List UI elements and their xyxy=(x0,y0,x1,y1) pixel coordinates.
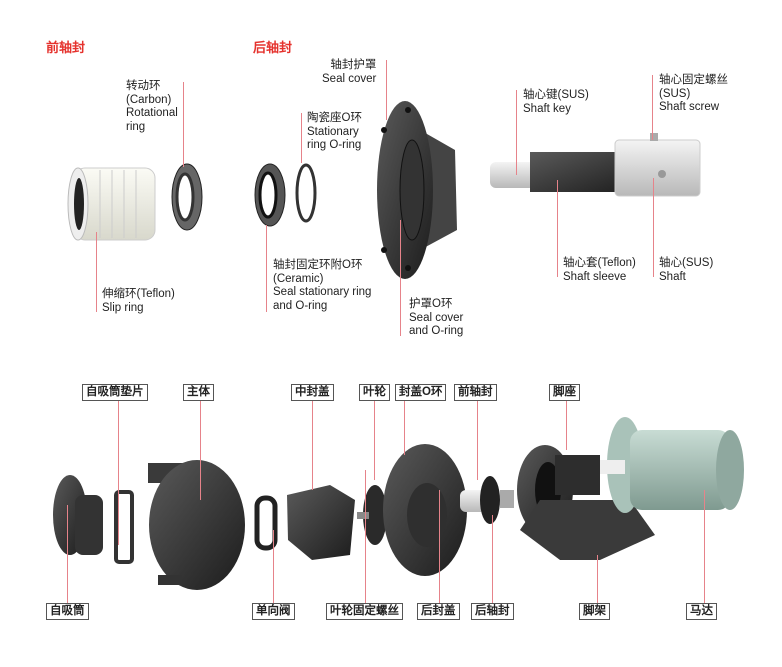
motor-part xyxy=(600,417,744,513)
label-middle-cover: 中封盖 xyxy=(291,384,334,401)
label-cover-oring: 封盖O环 xyxy=(395,384,447,401)
leader-line xyxy=(183,82,184,167)
shaft-screw-label: 轴心固定螺丝(SUS)Shaft screw xyxy=(659,74,728,113)
stationary-oring-part xyxy=(295,163,317,223)
suction-chamber-part xyxy=(53,475,103,555)
seal-stationary-ring-part xyxy=(254,163,286,227)
middle-cover-part xyxy=(287,485,355,560)
slip-ring-part xyxy=(67,167,156,241)
label-rear-cover: 后封盖 xyxy=(417,603,460,620)
label-bracket: 脚座 xyxy=(549,384,580,401)
leader-line xyxy=(67,505,68,603)
leader-line xyxy=(704,490,705,603)
leader-line xyxy=(404,400,405,455)
pump-body-part xyxy=(148,460,245,590)
label-gasket: 自吸筒垫片 xyxy=(82,384,148,401)
leader-line xyxy=(365,470,366,603)
check-valve-part xyxy=(254,495,278,551)
label-base: 脚架 xyxy=(579,603,610,620)
seal-cover-part xyxy=(377,101,457,279)
shaft-assembly-part xyxy=(490,133,701,197)
rear-seal-part xyxy=(460,476,514,524)
leader-line xyxy=(301,113,302,163)
label-impeller: 叶轮 xyxy=(359,384,390,401)
shaft-label: 轴心(SUS)Shaft xyxy=(659,257,714,283)
leader-line xyxy=(200,400,201,500)
leader-line xyxy=(374,400,375,480)
leader-line xyxy=(652,75,653,140)
leader-line xyxy=(516,90,517,175)
leader-line xyxy=(96,232,97,312)
label-front-seal: 前轴封 xyxy=(454,384,497,401)
leader-line xyxy=(400,220,401,336)
front-seal-heading: 前轴封 xyxy=(46,40,86,55)
leader-line xyxy=(477,400,478,480)
leader-line xyxy=(312,400,313,490)
label-impeller-screw: 叶轮固定螺丝 xyxy=(326,603,403,620)
leader-line xyxy=(492,515,493,603)
label-check-valve: 单向阀 xyxy=(252,603,295,620)
leader-line xyxy=(118,400,119,545)
rear-cover-part xyxy=(383,444,467,576)
rotational-ring-part xyxy=(171,163,203,231)
shaft-key-label: 轴心键(SUS)Shaft key xyxy=(523,89,589,115)
gasket-part xyxy=(114,490,134,564)
rear-seal-heading: 后轴封 xyxy=(253,40,293,55)
label-pump-body: 主体 xyxy=(183,384,214,401)
leader-line xyxy=(566,400,567,450)
slip-ring-label: 伸缩环(Teflon)Slip ring xyxy=(102,288,175,314)
leader-line xyxy=(653,178,654,277)
label-suction-chamber: 自吸筒 xyxy=(46,603,89,620)
shaft-sleeve-label: 轴心套(Teflon)Shaft sleeve xyxy=(563,257,636,283)
leader-line xyxy=(266,225,267,312)
impeller-part xyxy=(357,485,387,545)
leader-line xyxy=(273,530,274,603)
leader-line xyxy=(386,60,387,120)
label-motor: 马达 xyxy=(686,603,717,620)
leader-line xyxy=(557,180,558,277)
bracket-part xyxy=(517,445,655,560)
leader-line xyxy=(439,490,440,603)
leader-line xyxy=(597,555,598,603)
label-rear-seal: 后轴封 xyxy=(471,603,514,620)
